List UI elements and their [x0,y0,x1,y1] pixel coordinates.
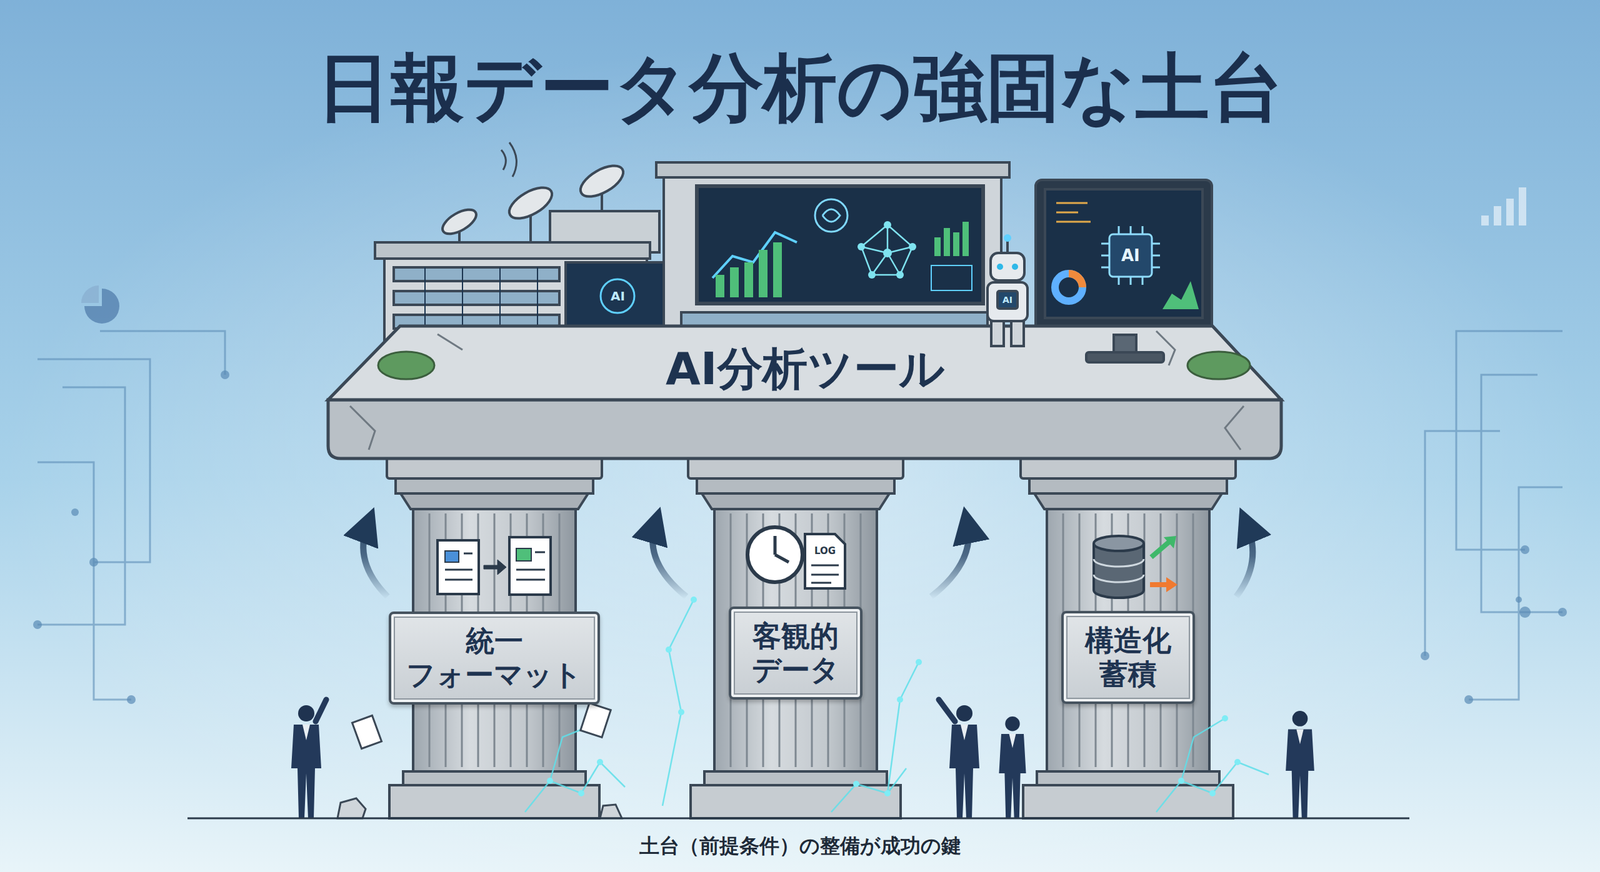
pillar-label: 統一 フォーマット [403,624,585,693]
diagram-title: 日報データ分析の強固な土台 [0,43,1600,133]
pillar-plaque: 構造化 蓄積 [1061,611,1195,705]
pillar-plaque: 統一 フォーマット [388,611,600,705]
tool-name: AI分析ツール [658,340,953,398]
tool-slab: AI分析ツール [658,340,953,398]
pillar-label: 客観的 データ [743,619,848,688]
screen-badge: AI [610,290,625,303]
log-tag: LOG [814,546,836,557]
pillar-label: 構造化 蓄積 [1076,623,1180,692]
diagram-caption: 土台（前提条件）の整備が成功の鍵 [0,834,1600,859]
pillar-plaque: 客観的 データ [728,606,863,700]
robot-badge: AI [1002,295,1013,305]
chip-badge: AI [1121,247,1140,264]
